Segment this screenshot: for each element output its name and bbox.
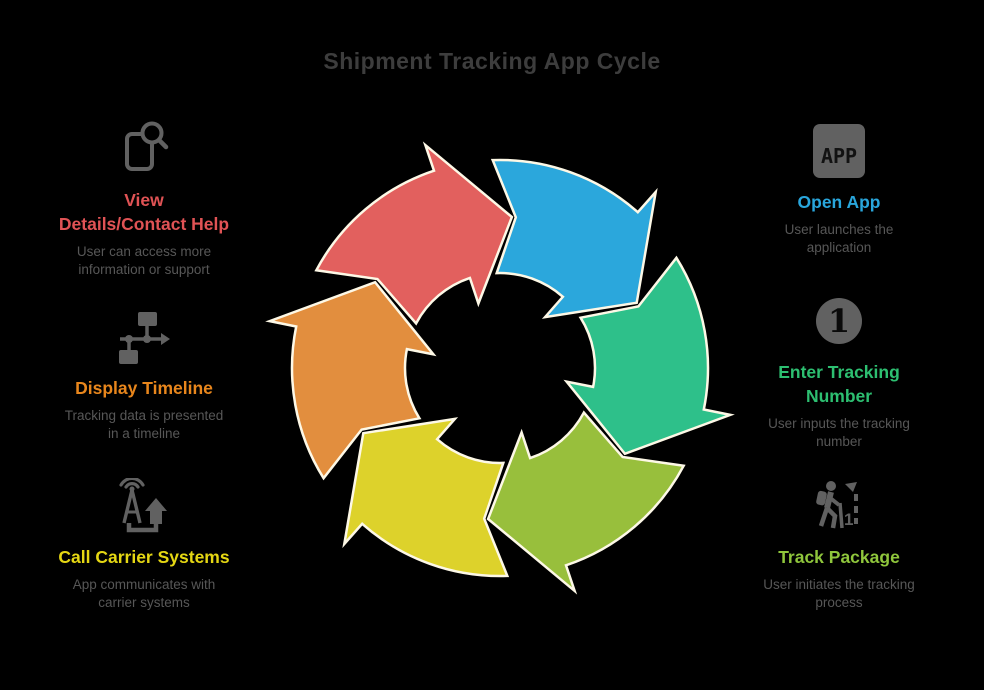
step-title: Enter Tracking Number: [778, 362, 900, 406]
hiker-route-icon: 1: [739, 477, 939, 535]
phone-search-icon: [44, 120, 244, 178]
step-enter-tracking-number: 1 Enter Tracking Number User inputs the …: [739, 292, 939, 451]
step-description: User can access more information or supp…: [76, 244, 212, 277]
cycle-arrow-track-package: [486, 410, 686, 595]
step-title: Open App: [797, 192, 881, 212]
step-title: Display Timeline: [75, 378, 213, 398]
cycle-arrow-call-carrier-systems: [342, 417, 510, 578]
hiker-route-label: 1: [844, 510, 853, 529]
app-icon-label: APP: [821, 144, 857, 168]
cycle-arrow-enter-tracking-number: [563, 255, 735, 456]
number-one-label: 1: [828, 302, 850, 340]
number-one-icon: 1: [739, 292, 939, 350]
step-view-details-contact-help: View Details/Contact Help User can acces…: [44, 120, 244, 279]
timeline-flow-icon: [44, 308, 244, 366]
step-display-timeline: Display Timeline Tracking data is presen…: [44, 308, 244, 443]
antenna-upload-icon: [44, 477, 244, 535]
step-title: Call Carrier Systems: [58, 547, 230, 567]
page-title: Shipment Tracking App Cycle: [323, 48, 661, 74]
step-description: User inputs the tracking number: [768, 416, 910, 449]
step-description: App communicates with carrier systems: [72, 577, 216, 610]
step-title: Track Package: [778, 547, 900, 567]
cycle-arrow-view-details-contact-help: [314, 141, 514, 326]
step-description: User initiates the tracking process: [763, 577, 915, 610]
cycle-arrow-open-app: [490, 158, 658, 319]
step-title: View Details/Contact Help: [58, 190, 230, 234]
step-call-carrier-systems: Call Carrier Systems App communicates wi…: [44, 477, 244, 612]
step-open-app: APP Open App User launches the applicati…: [739, 122, 939, 257]
app-icon: APP: [739, 122, 939, 180]
step-description: User launches the application: [784, 222, 894, 255]
cycle-arrow-display-timeline: [265, 280, 437, 481]
step-description: Tracking data is presented in a timeline: [64, 408, 224, 441]
step-track-package: 1 Track Package User initiates the track…: [739, 477, 939, 612]
